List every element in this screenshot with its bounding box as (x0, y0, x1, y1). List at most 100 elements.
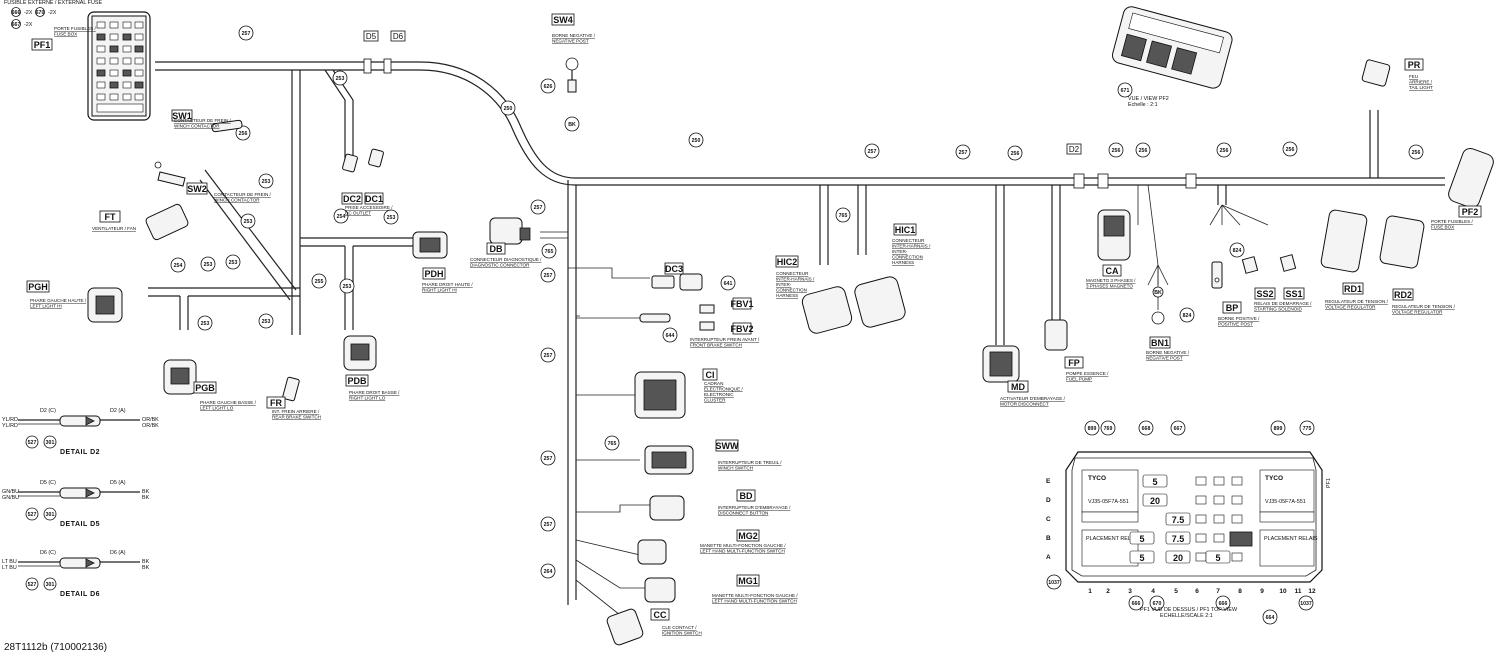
component-code: DC2 (343, 194, 361, 204)
fuse-slot (1165, 550, 1191, 564)
note-qty: -2X (24, 10, 33, 16)
detail-callout: 301 (46, 440, 55, 446)
segment-label: 253 (201, 321, 210, 327)
segment-label: 256 (1412, 150, 1421, 156)
component-tag-box (486, 242, 506, 255)
component-shapes (87, 6, 1494, 646)
component-description: NEGATIVE POST (1146, 356, 1183, 361)
component-tag-box (736, 529, 760, 542)
segment-label-circle (333, 208, 349, 224)
segment-label-circle (225, 254, 241, 270)
component-tag-box (732, 297, 752, 310)
component-tag-box (664, 262, 684, 275)
fusebox-col-label: 9 (1260, 588, 1264, 595)
segment-label-circle (835, 207, 851, 223)
component-description: CADRAN (704, 381, 723, 386)
component-tag-box (1064, 356, 1084, 369)
note-callout: 670 (36, 10, 45, 16)
fusebox-bottom-callout: 666 (1219, 601, 1228, 607)
component-description: IGNITION SWITCH (662, 631, 702, 636)
component-description: FUEL PUMP (1066, 377, 1092, 382)
fusebox-col-label: 10 (1279, 588, 1287, 595)
fuse-slot (1165, 531, 1191, 545)
left-relay-pn: VJ35-05F7A-551 (1088, 499, 1129, 505)
component-code: SW4 (553, 15, 573, 25)
segment-label: 257 (544, 273, 553, 279)
component-description: FRONT BRAKE SWITCH (690, 343, 742, 348)
component-description: PORTE FUSIBLES / (1431, 219, 1474, 224)
fuse-slot (1165, 512, 1191, 526)
wire-color: BK (1154, 290, 1162, 296)
fusebox-top-callout: 899 (1088, 426, 1097, 432)
component-code: RD1 (1344, 284, 1362, 294)
component-description: TAIL LIGHT (1409, 85, 1433, 90)
component-tag-box (702, 368, 718, 381)
segment-label: 765 (608, 441, 617, 447)
detail-wire-color: OR/BK (142, 417, 159, 423)
segment-label: 253 (262, 179, 271, 185)
fusebox-row-label: B (1046, 535, 1051, 542)
pf2-view-label: VUE / VIEW PF2 (1128, 96, 1169, 102)
part-callout: 644 (666, 333, 675, 339)
segment-label-circle (240, 213, 256, 229)
component-tag-box (1392, 288, 1414, 301)
component-code: SS1 (1285, 289, 1302, 299)
right-relay-pn: VJ35-05F7A-551 (1265, 499, 1306, 505)
component-description: PRISE ACCESSOIRE / (345, 205, 393, 210)
segment-label-circle (540, 267, 556, 283)
component-description: CONTACTEUR DE FREIN / (214, 192, 272, 197)
component-code: BD (740, 491, 753, 501)
fuse-rating: 20 (1173, 553, 1183, 563)
segment-label: 257 (544, 456, 553, 462)
component-code: MD (1011, 382, 1025, 392)
detail-wire-color: BK (142, 559, 150, 565)
component-dc1: DC1 (364, 192, 384, 205)
component-description: RIGHT LIGHT LO (349, 396, 386, 401)
segment-label: 257 (868, 149, 877, 155)
component-code: FT (105, 212, 116, 222)
segment-label-circle (541, 243, 557, 259)
detail-wire-color: BK (142, 489, 150, 495)
component-description: CONNECTION (776, 288, 807, 293)
part-callout-circle (540, 78, 556, 94)
segment-label-circle (1282, 141, 1298, 157)
note-callout: 667 (12, 22, 21, 28)
detail-wire-color: YL/RD (2, 423, 18, 429)
component-description: DC OUTLET (345, 211, 371, 216)
segment-label: 254 (337, 214, 346, 220)
part-callout-circle (1229, 242, 1245, 258)
external-fuse-note: FUSIBLE EXTERNE / EXTERNAL FUSE (4, 0, 102, 6)
drawing-number: 28T1112b (710002136) (4, 642, 107, 653)
fusebox-caption: PF1 VUE DE DESSUS / PF1 TOP VIEW (1140, 607, 1238, 613)
segment-label: 253 (262, 319, 271, 325)
segment-label-circle (604, 435, 620, 451)
fuse-slot (1129, 550, 1155, 564)
component-description: MOTOR DISCONNECT (1000, 402, 1049, 407)
segment-label-circle (1135, 142, 1151, 158)
note-callout: 666 (12, 10, 21, 16)
component-tag-box (736, 489, 756, 502)
component-tag-box (422, 267, 446, 280)
segment-label: 257 (544, 353, 553, 359)
fusebox-row-label: E (1046, 478, 1051, 485)
segment-label-circle (1108, 142, 1124, 158)
detail-callout: 527 (28, 582, 37, 588)
component-code: PF1 (34, 40, 51, 50)
component-description: ELECTRONIQUE / (704, 387, 744, 392)
component-code: SS2 (1256, 289, 1273, 299)
fuse-rating: 20 (1150, 496, 1160, 506)
component-code: PF2 (1462, 207, 1479, 217)
component-tag-box (26, 280, 50, 293)
wire-color-circle (564, 116, 580, 132)
segment-label: 253 (336, 76, 345, 82)
component-description: FUSE BOX (54, 32, 77, 37)
fusebox-col-label: 5 (1174, 588, 1178, 595)
detail-left-label: D5 (C) (40, 480, 56, 486)
